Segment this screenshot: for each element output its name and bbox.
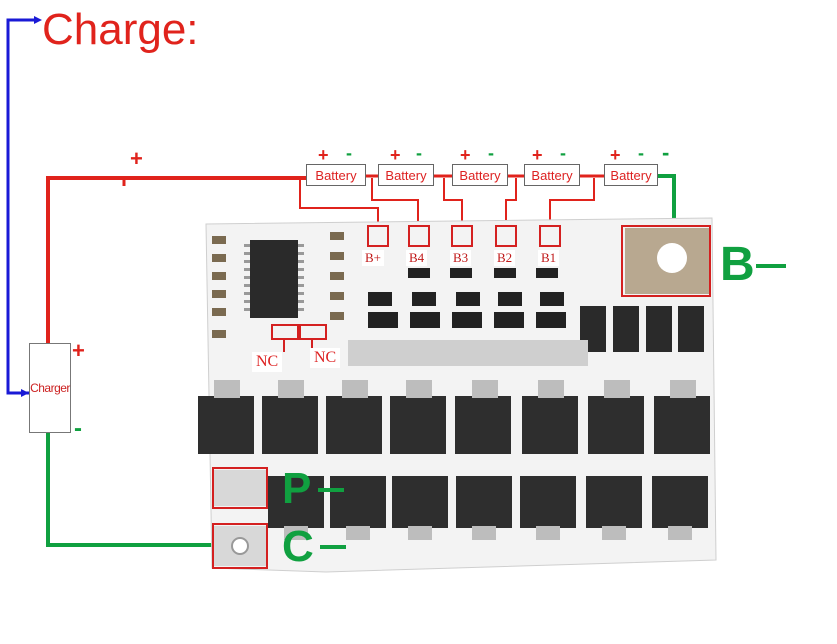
pin-label-b3: B3 bbox=[450, 250, 472, 266]
battery-1: Battery bbox=[306, 164, 366, 186]
battery-5: Battery bbox=[604, 164, 658, 186]
nc-label-2: NC bbox=[310, 348, 341, 368]
battery-2-plus: + bbox=[390, 145, 401, 165]
battery-5-plus: + bbox=[610, 145, 621, 165]
battery-1-minus: - bbox=[346, 143, 352, 163]
charger-box: Charger bbox=[29, 343, 71, 433]
battery-2: Battery bbox=[378, 164, 434, 186]
positive-wire bbox=[46, 176, 308, 343]
pin-label-b4: B4 bbox=[406, 250, 428, 266]
charger-plus: + bbox=[72, 338, 85, 363]
pin-label-bplus: B+ bbox=[362, 250, 385, 266]
battery-3-plus: + bbox=[460, 145, 471, 165]
terminal-b-minus-label: B bbox=[720, 238, 755, 291]
battery-4: Battery bbox=[524, 164, 580, 186]
positive-wire-plus: + bbox=[130, 146, 143, 171]
nc-label-1: NC bbox=[252, 352, 283, 372]
battery-1-plus: + bbox=[318, 145, 329, 165]
battery-2-minus: - bbox=[416, 143, 422, 163]
terminal-p-minus-label: P bbox=[282, 464, 312, 513]
battery-4-plus: + bbox=[532, 145, 543, 165]
battery-5-minus: - bbox=[638, 143, 644, 163]
charger-minus: - bbox=[74, 415, 82, 442]
charge-arrow bbox=[6, 16, 42, 397]
negative-wire-charger bbox=[46, 431, 220, 547]
pin-label-b2: B2 bbox=[494, 250, 516, 266]
battery-string-minus: - bbox=[662, 140, 670, 165]
highlight-boxes bbox=[212, 225, 711, 569]
terminal-c-minus-label: C bbox=[282, 522, 314, 571]
bms-board bbox=[198, 217, 717, 573]
page-title: Charge: bbox=[42, 5, 199, 54]
battery-3: Battery bbox=[452, 164, 508, 186]
battery-4-minus: - bbox=[560, 143, 566, 163]
battery-3-minus: - bbox=[488, 143, 494, 163]
pin-label-b1: B1 bbox=[538, 250, 560, 266]
